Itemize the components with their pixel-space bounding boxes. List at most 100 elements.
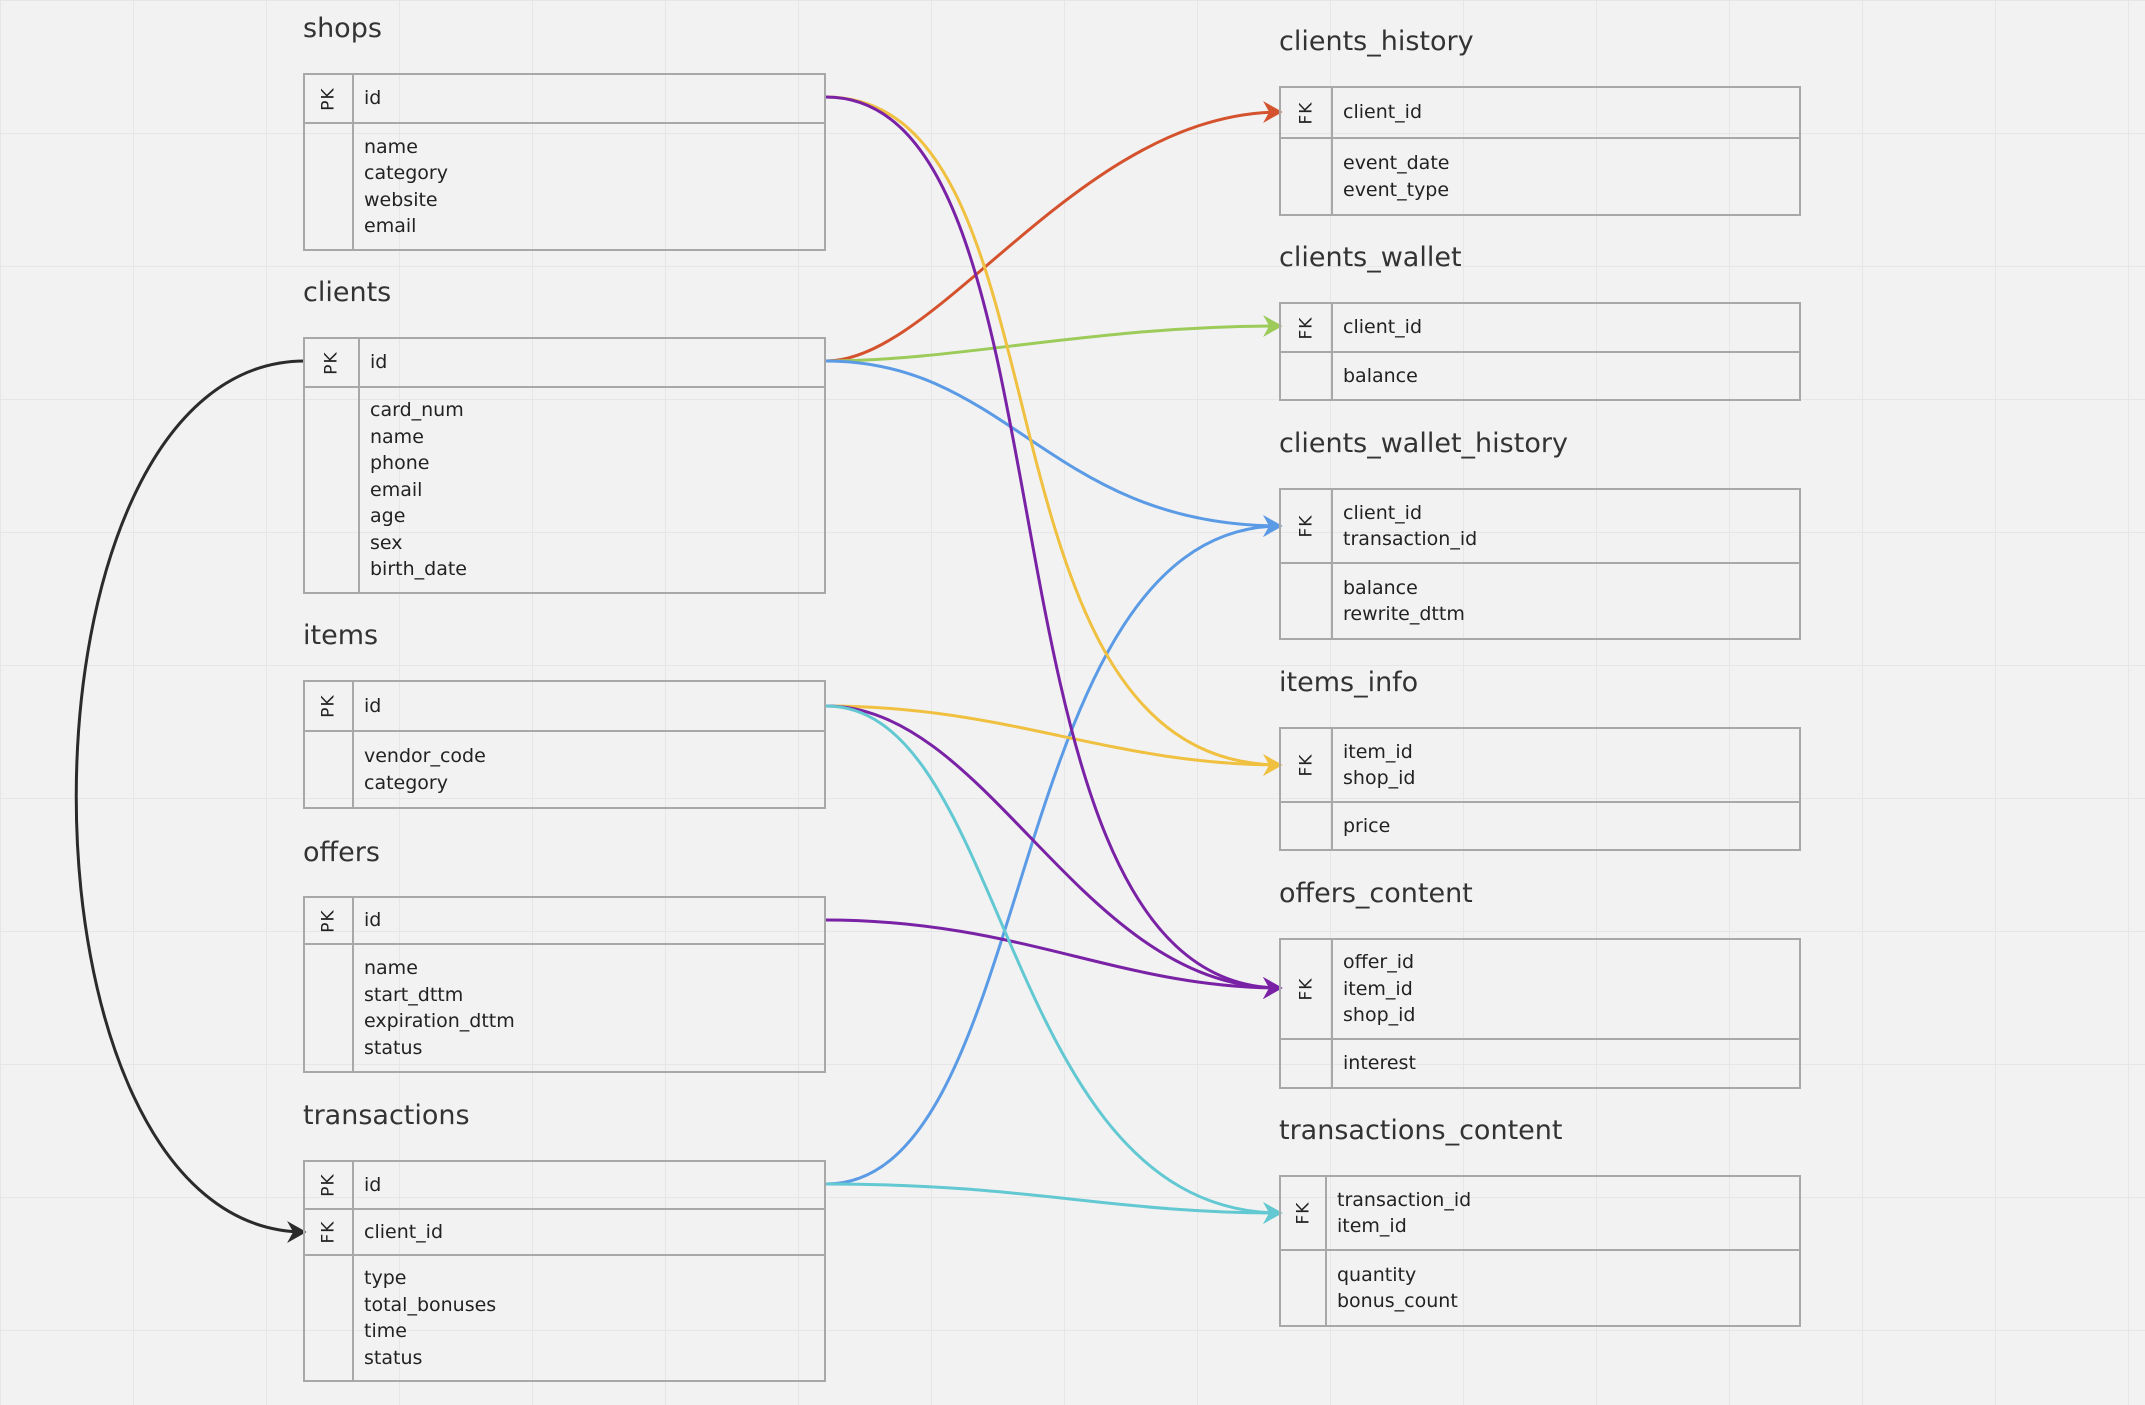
relation-line (825, 95, 1282, 990)
table-clients-wallet-history[interactable]: FK client_id transaction_id balance rewr… (1279, 488, 1801, 640)
table-offers-content[interactable]: FK offer_id item_id shop_id interest (1279, 938, 1801, 1089)
relation-line (825, 704, 1282, 990)
field[interactable]: type (364, 1267, 407, 1289)
field[interactable]: quantity (1337, 1263, 1417, 1286)
table-row-primary-key: PK id (305, 75, 824, 124)
table-title-items: items (303, 620, 379, 651)
field[interactable]: start_dttm (364, 983, 464, 1006)
field[interactable]: interest (1343, 1052, 1416, 1075)
field[interactable]: time (364, 1320, 407, 1342)
field[interactable]: client_id (1343, 316, 1423, 339)
relation-line (825, 524, 1282, 1186)
field[interactable]: expiration_dttm (364, 1010, 515, 1032)
table-items[interactable]: PK id vendor_code category (303, 680, 826, 809)
field[interactable]: id (364, 909, 382, 932)
field[interactable]: client_id (1343, 101, 1423, 124)
field[interactable]: client_id (364, 1220, 444, 1243)
field[interactable]: shop_id (1343, 1004, 1416, 1027)
table-clients[interactable]: PK id card_num name phone email age sex … (303, 337, 826, 594)
key-badge (1281, 353, 1333, 399)
table-clients-wallet[interactable]: FK client_id balance (1279, 302, 1801, 401)
field[interactable]: item_id (1343, 740, 1413, 763)
table-title-clients-history: clients_history (1279, 26, 1474, 57)
field[interactable]: status (364, 1346, 423, 1369)
key-badge (305, 124, 354, 249)
table-row-attributes: name category website email (305, 124, 824, 249)
field[interactable]: bonus_count (1337, 1290, 1458, 1312)
key-badge (305, 1256, 354, 1380)
relation-line (825, 704, 1282, 767)
field[interactable]: category (364, 162, 448, 184)
table-row-primary-key: PK id (305, 339, 824, 388)
table-transactions-content[interactable]: FK transaction_id item_id quantity bonus… (1279, 1175, 1801, 1327)
field[interactable]: event_type (1343, 178, 1450, 201)
table-transactions[interactable]: PK id FK client_id type total_bonuses ti… (303, 1160, 826, 1382)
field[interactable]: transaction_id (1343, 528, 1478, 550)
field[interactable]: name (364, 957, 418, 979)
table-row-attributes: balance rewrite_dttm (1281, 564, 1799, 638)
field[interactable]: age (370, 505, 406, 528)
table-title-shops: shops (303, 13, 382, 44)
field[interactable]: name (370, 425, 424, 448)
table-shops[interactable]: PK id name category website email (303, 73, 826, 251)
field[interactable]: status (364, 1036, 423, 1059)
table-clients-history[interactable]: FK client_id event_date event_type (1279, 86, 1801, 216)
table-row-attributes: quantity bonus_count (1281, 1251, 1799, 1325)
table-row-primary-key: PK id (305, 898, 824, 945)
key-badge: PK (305, 339, 360, 386)
key-badge: PK (305, 682, 354, 730)
key-badge (1281, 1040, 1333, 1087)
relation-line (825, 704, 1282, 1215)
key-badge: PK (305, 1162, 354, 1208)
field[interactable]: total_bonuses (364, 1293, 497, 1316)
field[interactable]: item_id (1343, 977, 1413, 1000)
table-row-primary-key: PK id (305, 682, 824, 732)
field[interactable]: phone (370, 452, 430, 475)
field[interactable]: rewrite_dttm (1343, 603, 1465, 625)
table-row-primary-key: PK id (305, 1162, 824, 1210)
field[interactable]: email (364, 215, 417, 237)
field[interactable]: balance (1343, 364, 1418, 387)
field[interactable]: birth_date (370, 558, 467, 581)
table-row-foreign-key: FK client_id (1281, 304, 1799, 353)
field[interactable]: vendor_code (364, 745, 486, 767)
field[interactable]: item_id (1337, 1215, 1407, 1237)
field[interactable]: balance (1343, 576, 1418, 599)
table-row-attributes: name start_dttm expiration_dttm status (305, 945, 824, 1071)
table-title-offers-content: offers_content (1279, 878, 1473, 909)
field[interactable]: client_id (1343, 501, 1423, 524)
field[interactable]: id (364, 87, 382, 110)
table-row-attributes: interest (1281, 1040, 1799, 1087)
relation-line (825, 110, 1282, 363)
field[interactable]: category (364, 771, 448, 794)
table-offers[interactable]: PK id name start_dttm expiration_dttm st… (303, 896, 826, 1073)
relation-line (74, 359, 306, 1234)
table-title-items-info: items_info (1279, 667, 1419, 698)
relation-line (825, 95, 1282, 767)
table-items-info[interactable]: FK item_id shop_id price (1279, 727, 1801, 851)
field[interactable]: card_num (370, 399, 464, 422)
field[interactable]: id (364, 1173, 382, 1196)
field[interactable]: id (370, 351, 388, 374)
field[interactable]: sex (370, 531, 403, 554)
key-badge: FK (305, 1210, 354, 1254)
field[interactable]: event_date (1343, 152, 1450, 174)
table-title-transactions-content: transactions_content (1279, 1115, 1563, 1146)
table-row-foreign-key: FK client_id (1281, 88, 1799, 139)
relation-line (825, 324, 1282, 363)
field[interactable]: transaction_id (1337, 1188, 1472, 1211)
field[interactable]: offer_id (1343, 951, 1415, 974)
table-row-attributes: type total_bonuses time status (305, 1256, 824, 1380)
key-badge: PK (305, 75, 354, 122)
field[interactable]: email (370, 478, 423, 501)
field[interactable]: id (364, 694, 382, 717)
field[interactable]: shop_id (1343, 767, 1416, 789)
field[interactable]: website (364, 188, 438, 211)
key-badge: FK (1281, 940, 1333, 1038)
field[interactable]: price (1343, 814, 1391, 837)
table-row-attributes: price (1281, 803, 1799, 849)
field[interactable]: name (364, 135, 418, 158)
key-badge: FK (1281, 1177, 1327, 1249)
key-badge (1281, 139, 1333, 214)
relation-line (825, 918, 1282, 990)
